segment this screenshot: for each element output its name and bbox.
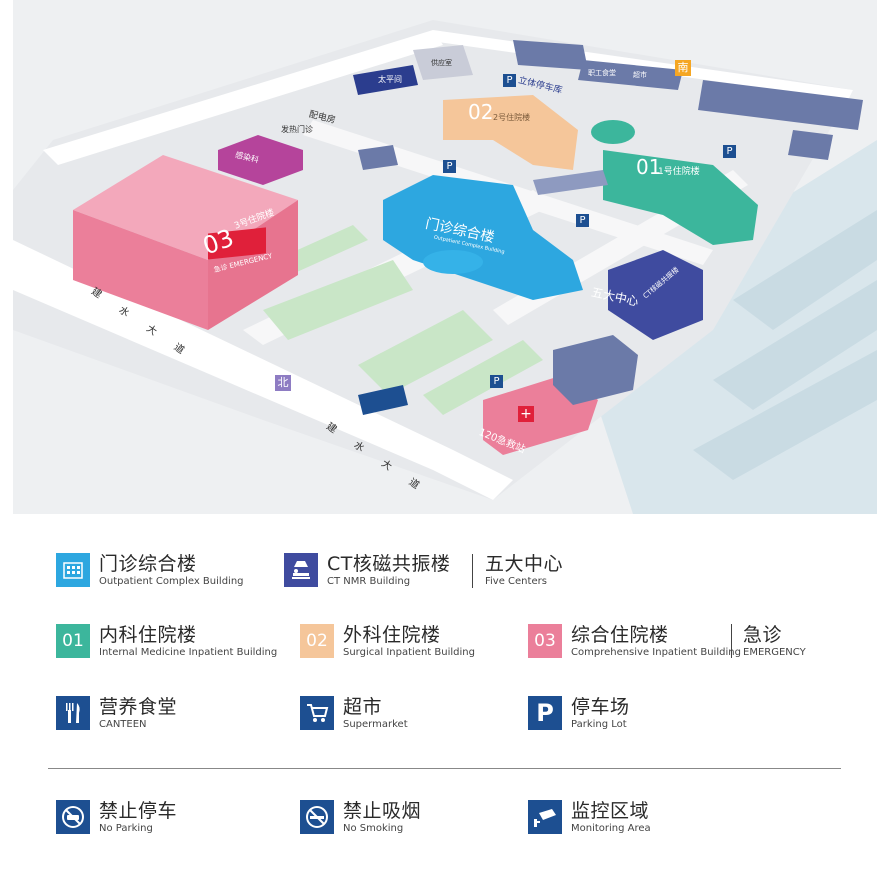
compass-north: 北 <box>275 375 291 391</box>
legend-no-parking-zh: 禁止停车 <box>99 800 178 822</box>
legend-outpatient-en: Outpatient Complex Building <box>99 576 244 587</box>
legend-five-zh: 五大中心 <box>485 553 564 575</box>
parking-marker: P <box>576 214 589 227</box>
building-01-number: 01 <box>636 155 662 179</box>
legend-supermarket-zh: 超市 <box>343 696 383 718</box>
legend-ct-en: CT NMR Building <box>327 576 411 587</box>
no-smoking-icon <box>300 800 334 834</box>
legend-internal-zh: 内科住院楼 <box>99 624 197 646</box>
legend-comprehensive-zh: 综合住院楼 <box>571 624 669 646</box>
legend-no-parking-en: No Parking <box>99 823 153 834</box>
legend-ct-zh: CT核磁共振楼 <box>327 553 451 575</box>
legend-separator <box>472 554 473 588</box>
campus-map[interactable]: 03 3号住院楼 急诊 EMERGENCY 02 2号住院楼 01 1号住院楼 … <box>13 0 877 514</box>
legend-supermarket-en: Supermarket <box>343 719 408 730</box>
shopping-cart-icon <box>300 696 334 730</box>
building-icon <box>56 553 90 587</box>
no-parking-icon <box>56 800 90 834</box>
legend-internal-en: Internal Medicine Inpatient Building <box>99 647 278 658</box>
legend-no-smoking-zh: 禁止吸烟 <box>343 800 422 822</box>
building-02-icon: 02 <box>300 624 334 658</box>
camera-icon <box>528 800 562 834</box>
legend-surgical-zh: 外科住院楼 <box>343 624 441 646</box>
first-aid-icon: + <box>518 406 534 422</box>
supply-room-label: 供应室 <box>431 59 452 67</box>
legend-emergency-zh: 急诊 <box>743 624 783 646</box>
building-01-label: 1号住院楼 <box>658 167 700 177</box>
parking-icon: P <box>528 696 562 730</box>
legend-emergency-en: EMERGENCY <box>743 647 806 658</box>
market-label: 超市 <box>633 71 647 79</box>
mortuary-label: 太平间 <box>378 75 402 84</box>
parking-marker: P <box>490 375 503 388</box>
legend-monitoring-zh: 监控区域 <box>571 800 650 822</box>
legend-canteen-zh: 营养食堂 <box>99 696 178 718</box>
ct-scanner-icon <box>284 553 318 587</box>
parking-marker: P <box>443 160 456 173</box>
legend-no-smoking-en: No Smoking <box>343 823 404 834</box>
legend-comprehensive-en: Comprehensive Inpatient Building <box>571 647 741 658</box>
legend-five-en: Five Centers <box>485 576 547 587</box>
canteen-label: 职工食堂 <box>588 69 616 77</box>
fork-knife-icon <box>56 696 90 730</box>
legend-parking-en: Parking Lot <box>571 719 627 730</box>
fever-clinic-label: 发热门诊 <box>281 125 313 134</box>
compass-south: 南 <box>675 60 691 76</box>
building-02-label: 2号住院楼 <box>493 113 531 122</box>
legend-parking-zh: 停车场 <box>571 696 630 718</box>
parking-marker: P <box>503 74 516 87</box>
legend-outpatient-zh: 门诊综合楼 <box>99 553 197 575</box>
legend-monitoring-en: Monitoring Area <box>571 823 651 834</box>
legend-separator <box>731 624 732 658</box>
map-canvas <box>13 0 877 514</box>
legend-divider <box>48 768 841 769</box>
legend-canteen-en: CANTEEN <box>99 719 147 730</box>
building-03-icon: 03 <box>528 624 562 658</box>
legend-surgical-en: Surgical Inpatient Building <box>343 647 475 658</box>
building-02-number: 02 <box>468 100 494 124</box>
parking-marker: P <box>723 145 736 158</box>
building-01-icon: 01 <box>56 624 90 658</box>
